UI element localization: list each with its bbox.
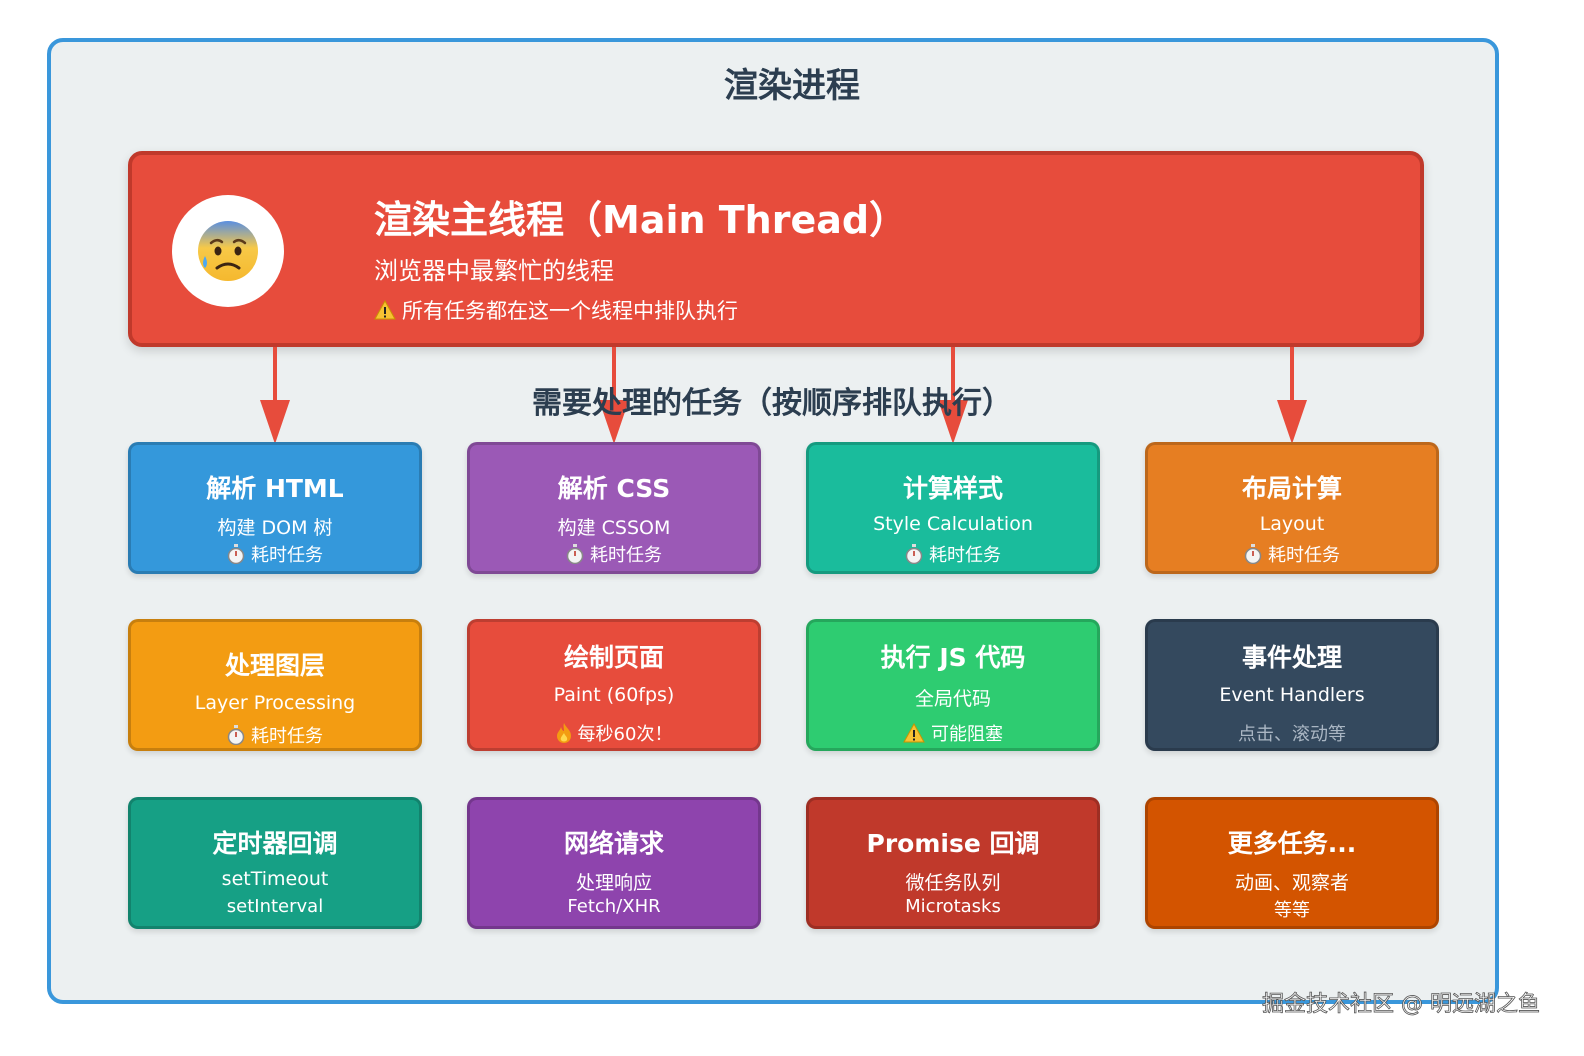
task-card-more-tasks: 更多任务... 动画、观察者 等等 [1145,797,1439,929]
task-card-network-request: 网络请求 处理响应 Fetch/XHR [467,797,761,929]
main-thread-subtitle: 浏览器中最繁忙的线程 [374,257,614,285]
stopwatch-icon [566,544,584,564]
task-detail: Layer Processing [194,692,356,714]
main-thread-warning-text: 所有任务都在这一个线程中排队执行 [402,299,738,323]
task-note: Fetch/XHR [567,896,661,917]
task-note-text: 每秒60次！ [577,724,673,745]
task-card-layer-processing: 处理图层 Layer Processing 耗时任务 [128,619,422,751]
task-title: 计算样式 [902,474,1003,503]
stopwatch-icon [905,544,923,564]
task-title: 绘制页面 [563,643,664,672]
task-detail: 处理响应 [575,872,652,894]
task-card-paint: 绘制页面 Paint (60fps) 每秒60次！ [467,619,761,751]
task-note: 等等 [1274,900,1310,921]
task-card-layout: 布局计算 Layout 耗时任务 [1145,442,1439,574]
task-card-parse-css: 解析 CSS 构建 CSSOM 耗时任务 [467,442,761,574]
task-note: 耗时任务 [131,541,419,567]
task-detail: setTimeout [221,868,329,890]
task-card-event-handlers: 事件处理 Event Handlers 点击、滚动等 [1145,619,1439,751]
task-note-text: 可能阻塞 [931,724,1003,745]
task-note: Microtasks [905,896,1001,917]
task-note: 耗时任务 [809,541,1097,567]
task-note: 耗时任务 [131,722,419,748]
task-note-text: 耗时任务 [929,545,1001,566]
task-note-text: 耗时任务 [251,545,323,566]
task-card-promise-callback: Promise 回调 微任务队列 Microtasks [806,797,1100,929]
task-card-execute-js: 执行 JS 代码 全局代码 可能阻塞 [806,619,1100,751]
watermark: 掘金技术社区 @ 明远湖之鱼 [1262,992,1541,1018]
anxious-face-icon [198,221,258,281]
page-title: 渲染进程 [724,66,860,106]
task-note-text: 耗时任务 [590,545,662,566]
main-thread-title: 渲染主线程（Main Thread） [374,198,908,242]
task-note: 每秒60次！ [470,720,758,746]
task-title: 事件处理 [1241,643,1342,672]
task-title: 定时器回调 [212,829,338,858]
task-card-parse-html: 解析 HTML 构建 DOM 树 耗时任务 [128,442,422,574]
task-detail: Event Handlers [1219,684,1365,706]
task-detail: 全局代码 [914,688,991,710]
task-title: 更多任务... [1227,829,1357,858]
task-title: 解析 HTML [206,474,344,503]
fire-icon [556,723,571,743]
main-thread-box: 渲染主线程（Main Thread） 浏览器中最繁忙的线程 所有任务都在这一个线… [128,151,1424,347]
anxious-face-avatar [172,195,284,307]
stopwatch-icon [227,725,245,745]
main-thread-warning: 所有任务都在这一个线程中排队执行 [374,295,738,325]
task-note-text: 耗时任务 [251,726,323,747]
section-title: 需要处理的任务（按顺序排队执行） [532,386,1012,421]
task-detail: Style Calculation [873,513,1033,535]
task-card-timer-callback: 定时器回调 setTimeout setInterval [128,797,422,929]
task-note: 点击、滚动等 [1238,724,1346,745]
task-note-text: 耗时任务 [1268,545,1340,566]
task-detail: 动画、观察者 [1234,872,1349,894]
task-note: 耗时任务 [470,541,758,567]
task-title: 执行 JS 代码 [880,643,1026,672]
warning-icon [903,723,925,743]
task-title: 网络请求 [563,829,664,858]
task-note: 可能阻塞 [809,720,1097,746]
task-note: 耗时任务 [1148,541,1436,567]
task-card-style-calc: 计算样式 Style Calculation 耗时任务 [806,442,1100,574]
task-title: 解析 CSS [557,474,671,503]
task-detail: Paint (60fps) [553,684,675,706]
warning-icon [374,300,396,320]
task-detail: 构建 DOM 树 [217,517,333,539]
task-title: 处理图层 [224,651,325,680]
task-title: Promise 回调 [866,829,1040,858]
task-detail: 微任务队列 [905,872,1001,894]
stopwatch-icon [227,544,245,564]
task-title: 布局计算 [1241,474,1342,503]
stopwatch-icon [1244,544,1262,564]
task-detail: Layout [1259,513,1325,535]
task-detail: 构建 CSSOM [557,517,671,539]
task-note: setInterval [226,896,324,917]
